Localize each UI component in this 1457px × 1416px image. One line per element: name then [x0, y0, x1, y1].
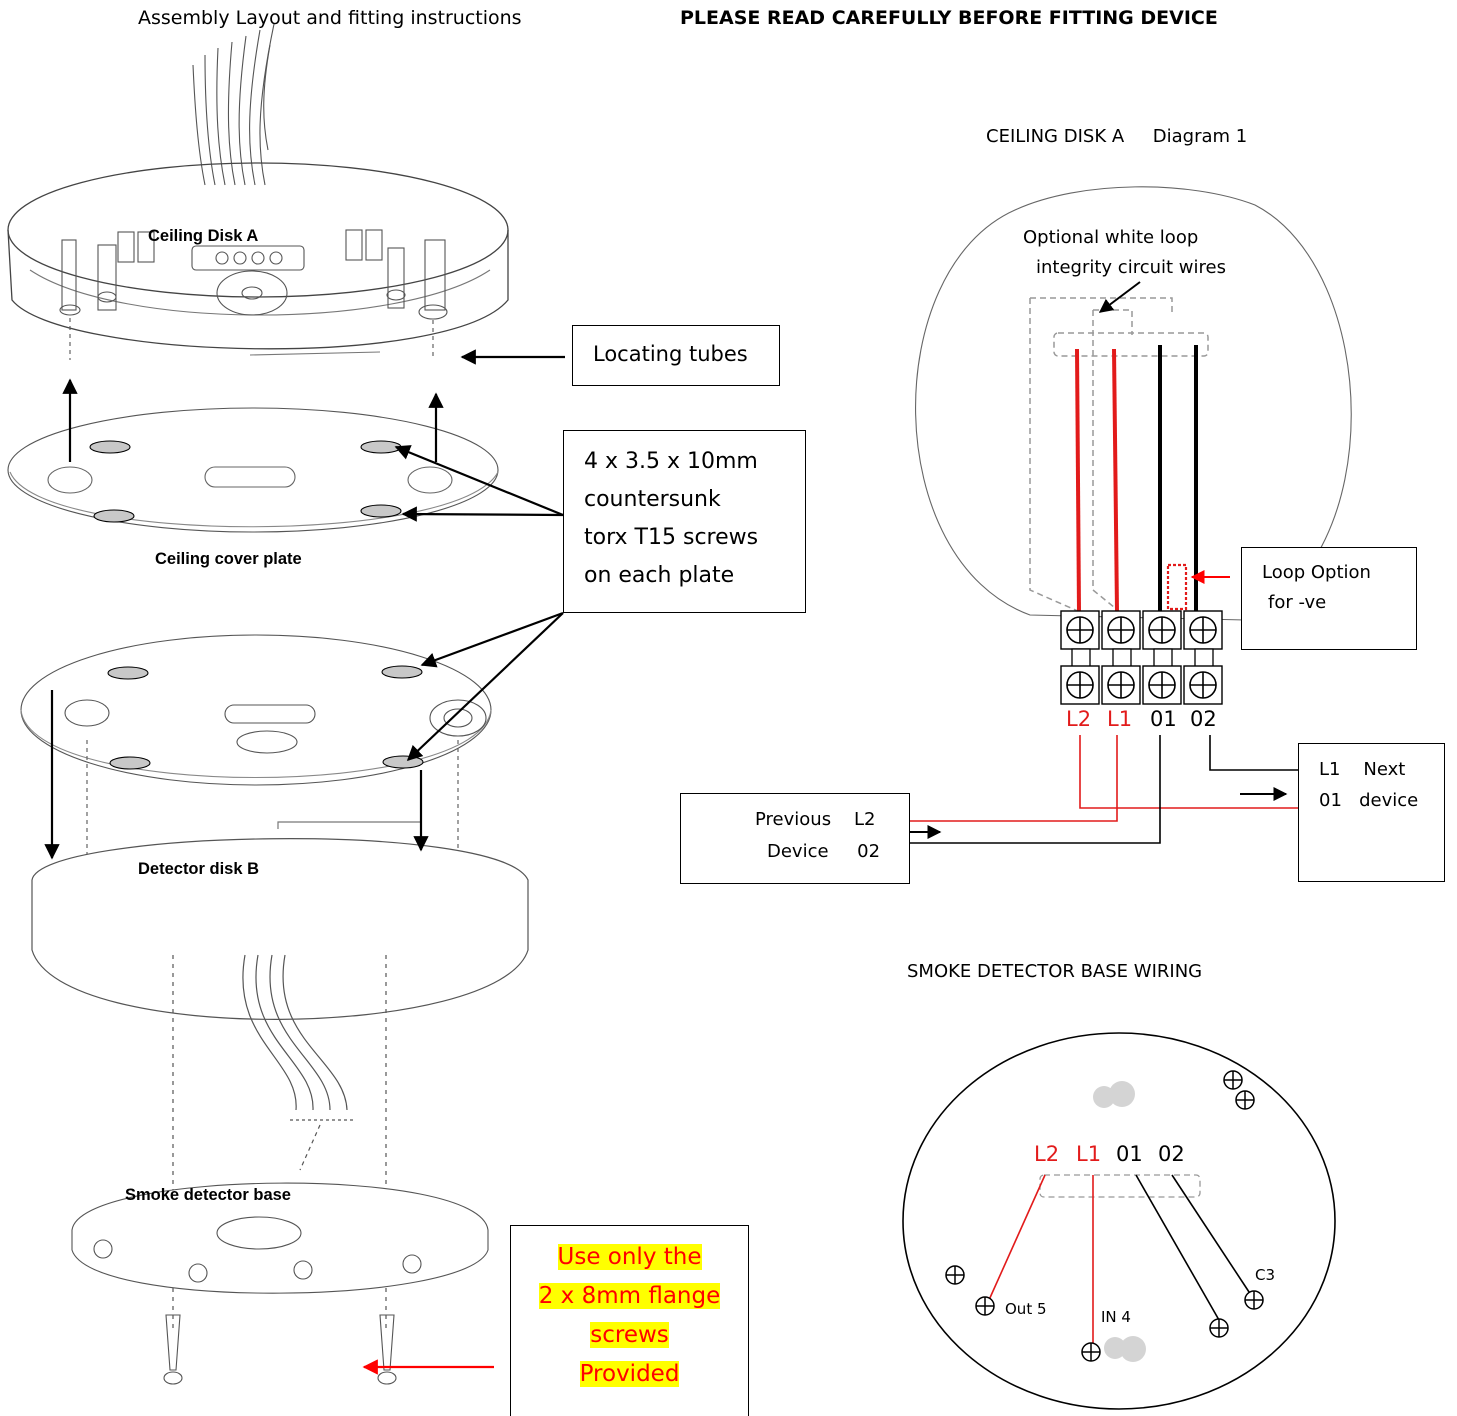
optional-wires-line1: Optional white loop: [1023, 227, 1199, 248]
label-smoke-detector-base: Smoke detector base: [125, 1186, 291, 1204]
base-wiring-drawing: [902, 1032, 1336, 1410]
base-terminal-label: 02: [1158, 1142, 1185, 1166]
label-ceiling-disk-a: Ceiling Disk A: [148, 227, 259, 245]
warning-heading: PLEASE READ CAREFULLY BEFORE FITTING DEV…: [680, 7, 1218, 29]
diagram1-drawing: [884, 186, 1352, 844]
terminal-label: L1: [1107, 707, 1133, 731]
base-terminal-label: L2: [1034, 1142, 1060, 1166]
in4-label: IN 4: [1101, 1308, 1131, 1326]
ceiling-cover-plate-drawing: [7, 407, 499, 533]
flange-line: Use only the: [557, 1244, 702, 1270]
label-detector-disk-b: Detector disk B: [138, 860, 260, 878]
base-terminal-label: 01: [1116, 1142, 1143, 1166]
previous-device-line1: Previous L2: [755, 809, 876, 830]
loop-option-line2: for -ve: [1268, 592, 1327, 613]
screws-line: on each plate: [584, 563, 735, 588]
c3-label: C3: [1255, 1266, 1276, 1284]
loop-option-line1: Loop Option: [1262, 562, 1371, 583]
flange-line: 2 x 8mm flange: [538, 1283, 721, 1309]
previous-device-box: Previous L2 Device 02: [680, 793, 910, 884]
optional-wires-line2: integrity circuit wires: [1036, 257, 1226, 278]
flange-line: screws: [590, 1322, 669, 1348]
screws-callout: 4 x 3.5 x 10mm countersunk torx T15 scre…: [563, 430, 806, 613]
flange-line: Provided: [579, 1361, 680, 1387]
flange-screws-callout: Use only the 2 x 8mm flange screws Provi…: [510, 1225, 749, 1416]
next-device-line2: 01 device: [1319, 790, 1419, 811]
base-wiring-title: SMOKE DETECTOR BASE WIRING: [907, 961, 1203, 982]
detector-plate-drawing: [20, 634, 492, 860]
assembly-arrows: [44, 349, 565, 860]
locating-tubes-callout: Locating tubes: [572, 325, 780, 386]
terminal-label: 01: [1150, 707, 1177, 731]
screws-line: countersunk: [584, 487, 721, 512]
previous-device-line2: Device 02: [767, 841, 881, 862]
diagram1-title: CEILING DISK A Diagram 1: [986, 126, 1248, 147]
smoke-base-drawing: [71, 1182, 489, 1385]
terminal-label: 02: [1190, 707, 1217, 731]
label-ceiling-cover-plate: Ceiling cover plate: [155, 550, 302, 568]
out5-label: Out 5: [1005, 1300, 1047, 1318]
next-device-box: L1 Next 01 device: [1298, 743, 1445, 882]
ceiling-disk-a-drawing: [7, 23, 509, 360]
screws-line: torx T15 screws: [584, 525, 759, 550]
detector-disk-b-drawing: [31, 821, 529, 1330]
next-device-line1: L1 Next: [1319, 759, 1406, 780]
page-title: Assembly Layout and fitting instructions: [138, 7, 522, 29]
terminal-label: L2: [1066, 707, 1092, 731]
screws-line: 4 x 3.5 x 10mm: [584, 449, 758, 474]
base-terminal-label: L1: [1076, 1142, 1102, 1166]
locating-tubes-text: Locating tubes: [593, 342, 748, 366]
loop-option-callout: Loop Option for -ve: [1241, 547, 1417, 650]
